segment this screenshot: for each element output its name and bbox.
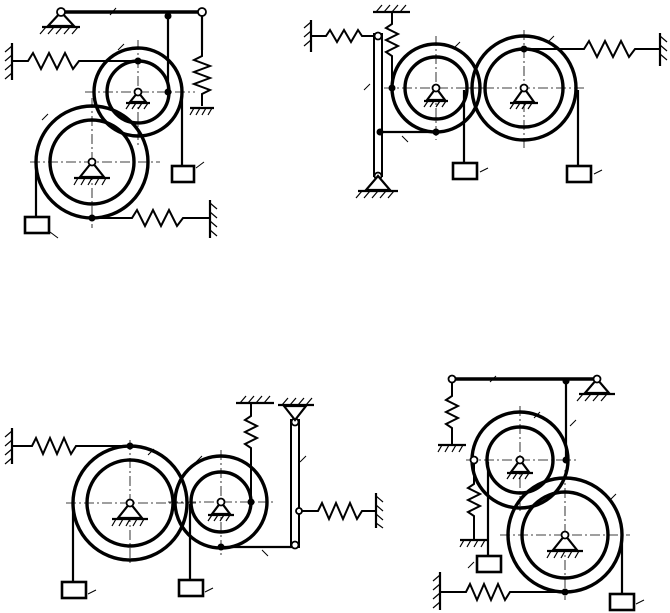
spring-top: [383, 12, 401, 88]
vertical-link: [290, 419, 300, 548]
spring-left: [311, 28, 374, 44]
gear-top: [466, 406, 576, 514]
weight-2: [177, 578, 205, 598]
panel-a: [4, 7, 218, 239]
spring-right: [302, 500, 376, 522]
spring-left: [443, 383, 461, 445]
panel-b: [303, 4, 668, 199]
spring-top: [242, 403, 260, 502]
spring-bottom: [92, 207, 210, 229]
gear-large: [30, 98, 160, 228]
vertical-link: [373, 33, 383, 177]
gear-large: [66, 440, 196, 566]
weight-2: [23, 215, 51, 235]
panel-c: [4, 395, 384, 600]
weight-1: [475, 554, 503, 574]
spring-left: [12, 435, 130, 457]
weight-1: [60, 580, 88, 600]
gear-right: [466, 30, 584, 148]
gear-bottom: [500, 470, 630, 600]
panel-d: [432, 374, 645, 612]
weight-1: [170, 164, 196, 184]
spring-bottom: [440, 581, 565, 603]
pivot-support: [39, 7, 80, 35]
spring-right: [524, 38, 660, 60]
spring-top: [12, 50, 138, 72]
spring-mid: [465, 464, 483, 540]
weight-2: [565, 164, 593, 184]
weight-1: [451, 161, 479, 181]
weight-2: [608, 592, 636, 612]
spring-right: [191, 50, 213, 106]
